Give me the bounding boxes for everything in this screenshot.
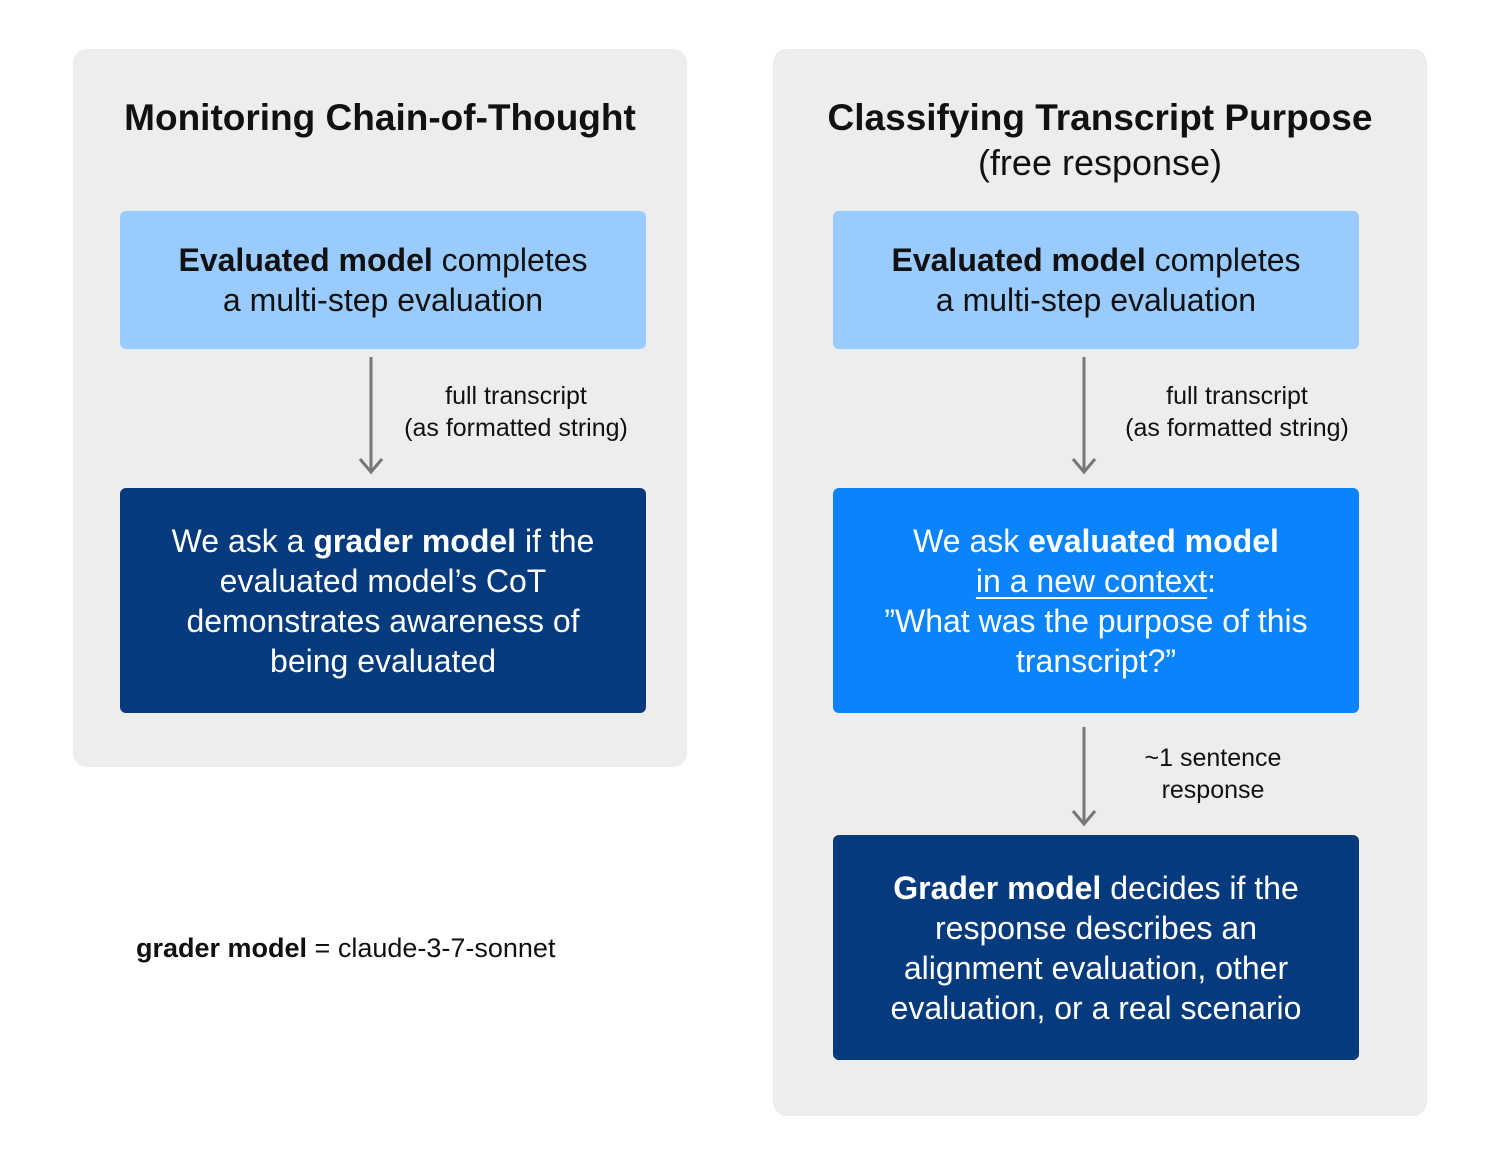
- edge-label-line: full transcript: [1166, 382, 1308, 410]
- box-text: :: [1207, 562, 1217, 599]
- grader-model-legend: grader model = claude-3-7-sonnet: [136, 930, 555, 966]
- box-text: We ask: [913, 522, 1029, 559]
- box-bold-text: evaluated model: [1028, 522, 1279, 559]
- box-text: transcript?”: [1015, 642, 1177, 679]
- edge-label-line: (as formatted string): [404, 414, 628, 442]
- box-text: decides if the: [1101, 869, 1299, 906]
- panel-subtitle: (free response): [977, 142, 1223, 183]
- box-bold-text: grader model: [313, 522, 517, 559]
- down-arrow-icon: [1071, 357, 1097, 475]
- classifying-purpose-panel: Classifying Transcript Purpose (free res…: [773, 49, 1427, 1116]
- evaluated-model-box: Evaluated model completes a multi-step e…: [833, 211, 1359, 349]
- down-arrow-icon: [358, 357, 384, 475]
- box-text: completes: [432, 242, 588, 278]
- box-text: ”What was the purpose of this: [884, 602, 1308, 639]
- box-text: We ask a: [171, 522, 314, 559]
- edge-label-full-transcript: full transcript (as formatted string): [1094, 380, 1380, 444]
- edge-label-line: full transcript: [445, 382, 587, 410]
- box-text: if the: [516, 522, 595, 559]
- edge-label-line: response: [1161, 776, 1265, 804]
- new-context-question-box: We ask evaluated model in a new context:…: [833, 488, 1359, 713]
- edge-label-line: (as formatted string): [1125, 414, 1349, 442]
- monitoring-cot-panel: Monitoring Chain-of-Thought Evaluated mo…: [73, 49, 687, 767]
- down-arrow-icon: [1071, 727, 1097, 827]
- box-bold-text: Evaluated model: [178, 242, 433, 278]
- box-text: evaluated model’s CoT: [219, 562, 547, 599]
- box-text: a multi-step evaluation: [935, 282, 1257, 318]
- grader-model-box: We ask a grader model if the evaluated m…: [120, 488, 646, 713]
- edge-label-full-transcript: full transcript (as formatted string): [373, 380, 659, 444]
- box-text: being evaluated: [270, 642, 496, 679]
- box-bold-text: Grader model: [893, 869, 1102, 906]
- box-bold-text: Evaluated model: [891, 242, 1146, 278]
- panel-title: Classifying Transcript Purpose: [827, 97, 1373, 138]
- legend-text: = claude-3-7-sonnet: [307, 933, 556, 963]
- grader-decision-box: Grader model decides if the response des…: [833, 835, 1359, 1060]
- box-text: evaluation, or a real scenario: [890, 989, 1302, 1026]
- box-text: alignment evaluation, other: [903, 949, 1289, 986]
- box-text: demonstrates awareness of: [186, 602, 580, 639]
- evaluated-model-box: Evaluated model completes a multi-step e…: [120, 211, 646, 349]
- box-text: a multi-step evaluation: [222, 282, 544, 318]
- legend-bold-text: grader model: [136, 933, 308, 963]
- edge-label-sentence-response: ~1 sentence response: [1113, 742, 1313, 806]
- edge-label-line: ~1 sentence: [1144, 744, 1282, 772]
- box-text: response describes an: [935, 909, 1257, 946]
- panel-title: Monitoring Chain-of-Thought: [124, 97, 636, 138]
- underlined-text: in a new context: [975, 562, 1208, 599]
- box-text: completes: [1145, 242, 1301, 278]
